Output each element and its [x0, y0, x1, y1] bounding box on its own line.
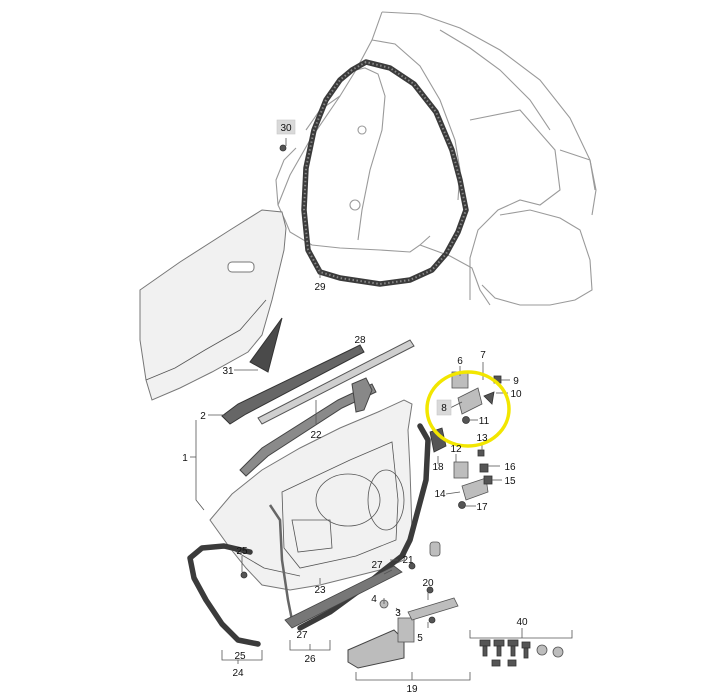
svg-text:7: 7 [480, 350, 486, 361]
callout-labels: 30 29 31 2 1 22 28 6 7 9 10 8 11 13 12 1… [182, 119, 528, 695]
callout-27-upper[interactable]: 27 [371, 560, 383, 571]
callout-23[interactable]: 23 [314, 585, 326, 596]
svg-text:18: 18 [432, 462, 444, 473]
svg-text:30: 30 [280, 123, 292, 134]
svg-text:8: 8 [441, 403, 447, 414]
callout-4[interactable]: 4 [371, 594, 377, 605]
svg-text:40: 40 [516, 617, 528, 628]
svg-text:15: 15 [504, 476, 516, 487]
svg-text:21: 21 [402, 555, 414, 566]
callout-40[interactable]: 40 [516, 617, 528, 628]
svg-text:20: 20 [422, 578, 434, 589]
callout-18[interactable]: 18 [432, 462, 444, 473]
svg-text:4: 4 [371, 594, 377, 605]
callout-25-upper[interactable]: 25 [236, 546, 248, 557]
svg-text:25: 25 [236, 546, 248, 557]
callout-24[interactable]: 24 [232, 668, 244, 679]
callout-16[interactable]: 16 [504, 462, 516, 473]
leader-lines [190, 138, 573, 681]
svg-text:23: 23 [314, 585, 326, 596]
svg-text:5: 5 [417, 633, 423, 644]
svg-text:27: 27 [296, 630, 308, 641]
door-opening-seal [301, 59, 469, 287]
callout-2[interactable]: 2 [200, 411, 206, 422]
callout-28[interactable]: 28 [354, 335, 366, 346]
callout-25-lower[interactable]: 25 [234, 651, 246, 662]
callout-8[interactable]: 8 [436, 399, 452, 416]
svg-text:12: 12 [450, 444, 462, 455]
door-handle-assembly [347, 597, 459, 669]
callout-26[interactable]: 26 [304, 654, 316, 665]
triangle-trim [249, 317, 283, 373]
svg-text:29: 29 [314, 282, 326, 293]
svg-text:28: 28 [354, 335, 366, 346]
callout-29[interactable]: 29 [314, 282, 326, 293]
svg-text:1: 1 [182, 453, 188, 464]
car-body-outline [275, 11, 597, 306]
svg-text:17: 17 [476, 502, 488, 513]
door-seals [187, 423, 431, 647]
callout-10[interactable]: 10 [510, 389, 522, 400]
callout-6[interactable]: 6 [457, 356, 463, 367]
svg-text:9: 9 [513, 376, 519, 387]
hinge-hardware [429, 371, 502, 557]
window-strips [221, 339, 415, 477]
callout-30[interactable]: 30 [276, 119, 296, 135]
svg-text:6: 6 [457, 356, 463, 367]
bolt-kit [479, 639, 564, 667]
callout-11[interactable]: 11 [479, 416, 490, 427]
callout-31[interactable]: 31 [222, 366, 234, 377]
callout-3[interactable]: 3 [395, 608, 401, 619]
callout-17[interactable]: 17 [476, 502, 488, 513]
highlight-ring [425, 370, 511, 448]
callout-20[interactable]: 20 [422, 578, 434, 589]
callout-15[interactable]: 15 [504, 476, 516, 487]
svg-text:31: 31 [222, 366, 234, 377]
callout-7[interactable]: 7 [480, 350, 486, 361]
callout-27-lower[interactable]: 27 [296, 630, 308, 641]
door-frame [209, 399, 413, 591]
callout-22[interactable]: 22 [310, 430, 322, 441]
callout-13[interactable]: 13 [476, 433, 488, 444]
svg-text:10: 10 [510, 389, 522, 400]
svg-text:27: 27 [371, 560, 383, 571]
svg-text:26: 26 [304, 654, 316, 665]
callout-1[interactable]: 1 [182, 453, 188, 464]
svg-text:25: 25 [234, 651, 246, 662]
svg-text:14: 14 [434, 489, 446, 500]
callout-12[interactable]: 12 [450, 444, 462, 455]
svg-text:2: 2 [200, 411, 206, 422]
svg-text:11: 11 [479, 416, 490, 427]
callout-5[interactable]: 5 [417, 633, 423, 644]
callout-14[interactable]: 14 [434, 489, 446, 500]
outer-door-panel [139, 209, 287, 401]
svg-text:19: 19 [406, 684, 418, 695]
svg-text:13: 13 [476, 433, 488, 444]
callout-9[interactable]: 9 [513, 376, 519, 387]
svg-text:3: 3 [395, 608, 401, 619]
svg-text:16: 16 [504, 462, 516, 473]
svg-text:22: 22 [310, 430, 322, 441]
callout-19[interactable]: 19 [406, 684, 418, 695]
svg-text:24: 24 [232, 668, 244, 679]
callout-21[interactable]: 21 [402, 555, 414, 566]
